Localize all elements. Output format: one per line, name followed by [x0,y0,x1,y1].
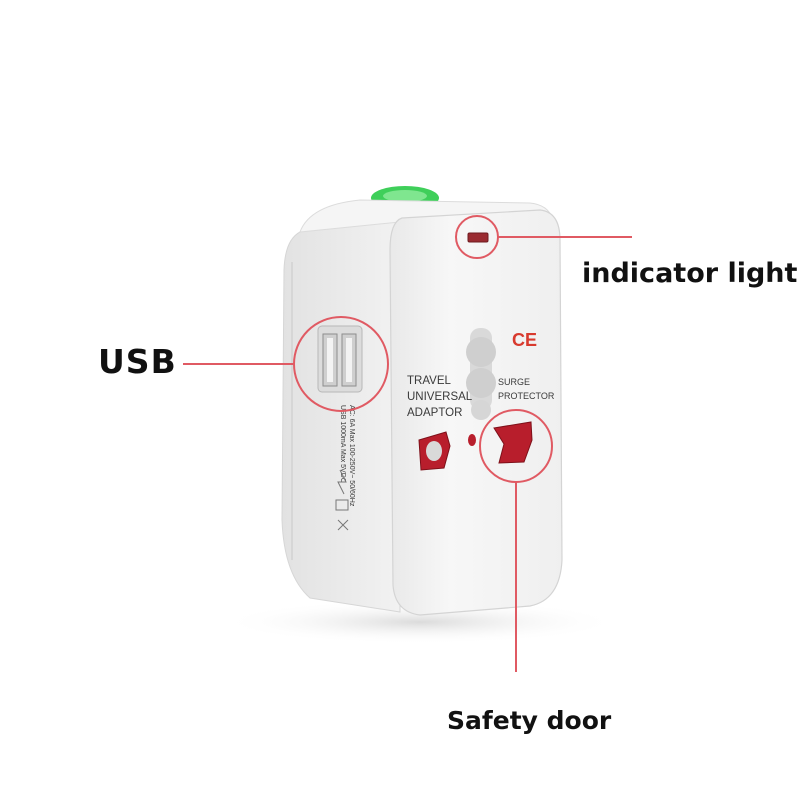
indicator-light-callout-label: indicator light [582,258,798,289]
floor-shadow [220,600,620,644]
universal-line: UNIVERSAL [407,391,473,403]
ce-mark: CE [512,330,537,350]
side-rating-line-1: AC: 6A Max 100-250V~ 50/60Hz [348,405,355,507]
side-symbols [335,469,349,531]
brand-text-block: TRAVEL UNIVERSAL ADAPTOR [407,375,473,419]
adaptor-line: ADAPTOR [407,407,462,419]
left-socket-pin-hole [426,441,442,461]
protector-line: PROTECTOR [498,391,555,401]
right-socket-shutter [493,421,533,464]
travel-line: TRAVEL [407,375,451,387]
usb-callout-label: USB [98,342,177,381]
surge-text-block: SURGE PROTECTOR [498,377,555,401]
center-pin-hole [468,434,476,446]
surge-line: SURGE [498,377,530,387]
safety-door-callout-label: Safety door [447,706,612,735]
side-rating-text: AC: 6A Max 100-250V~ 50/60Hz USB 1000mA … [339,405,355,507]
indicator-light [467,232,489,243]
usb-ports [317,325,363,393]
side-rating-line-2: USB 1000mA Max 5VDC [339,405,346,483]
earth-slot [466,328,496,420]
top-button-highlight [383,190,427,202]
adapter-side-face [281,214,401,613]
